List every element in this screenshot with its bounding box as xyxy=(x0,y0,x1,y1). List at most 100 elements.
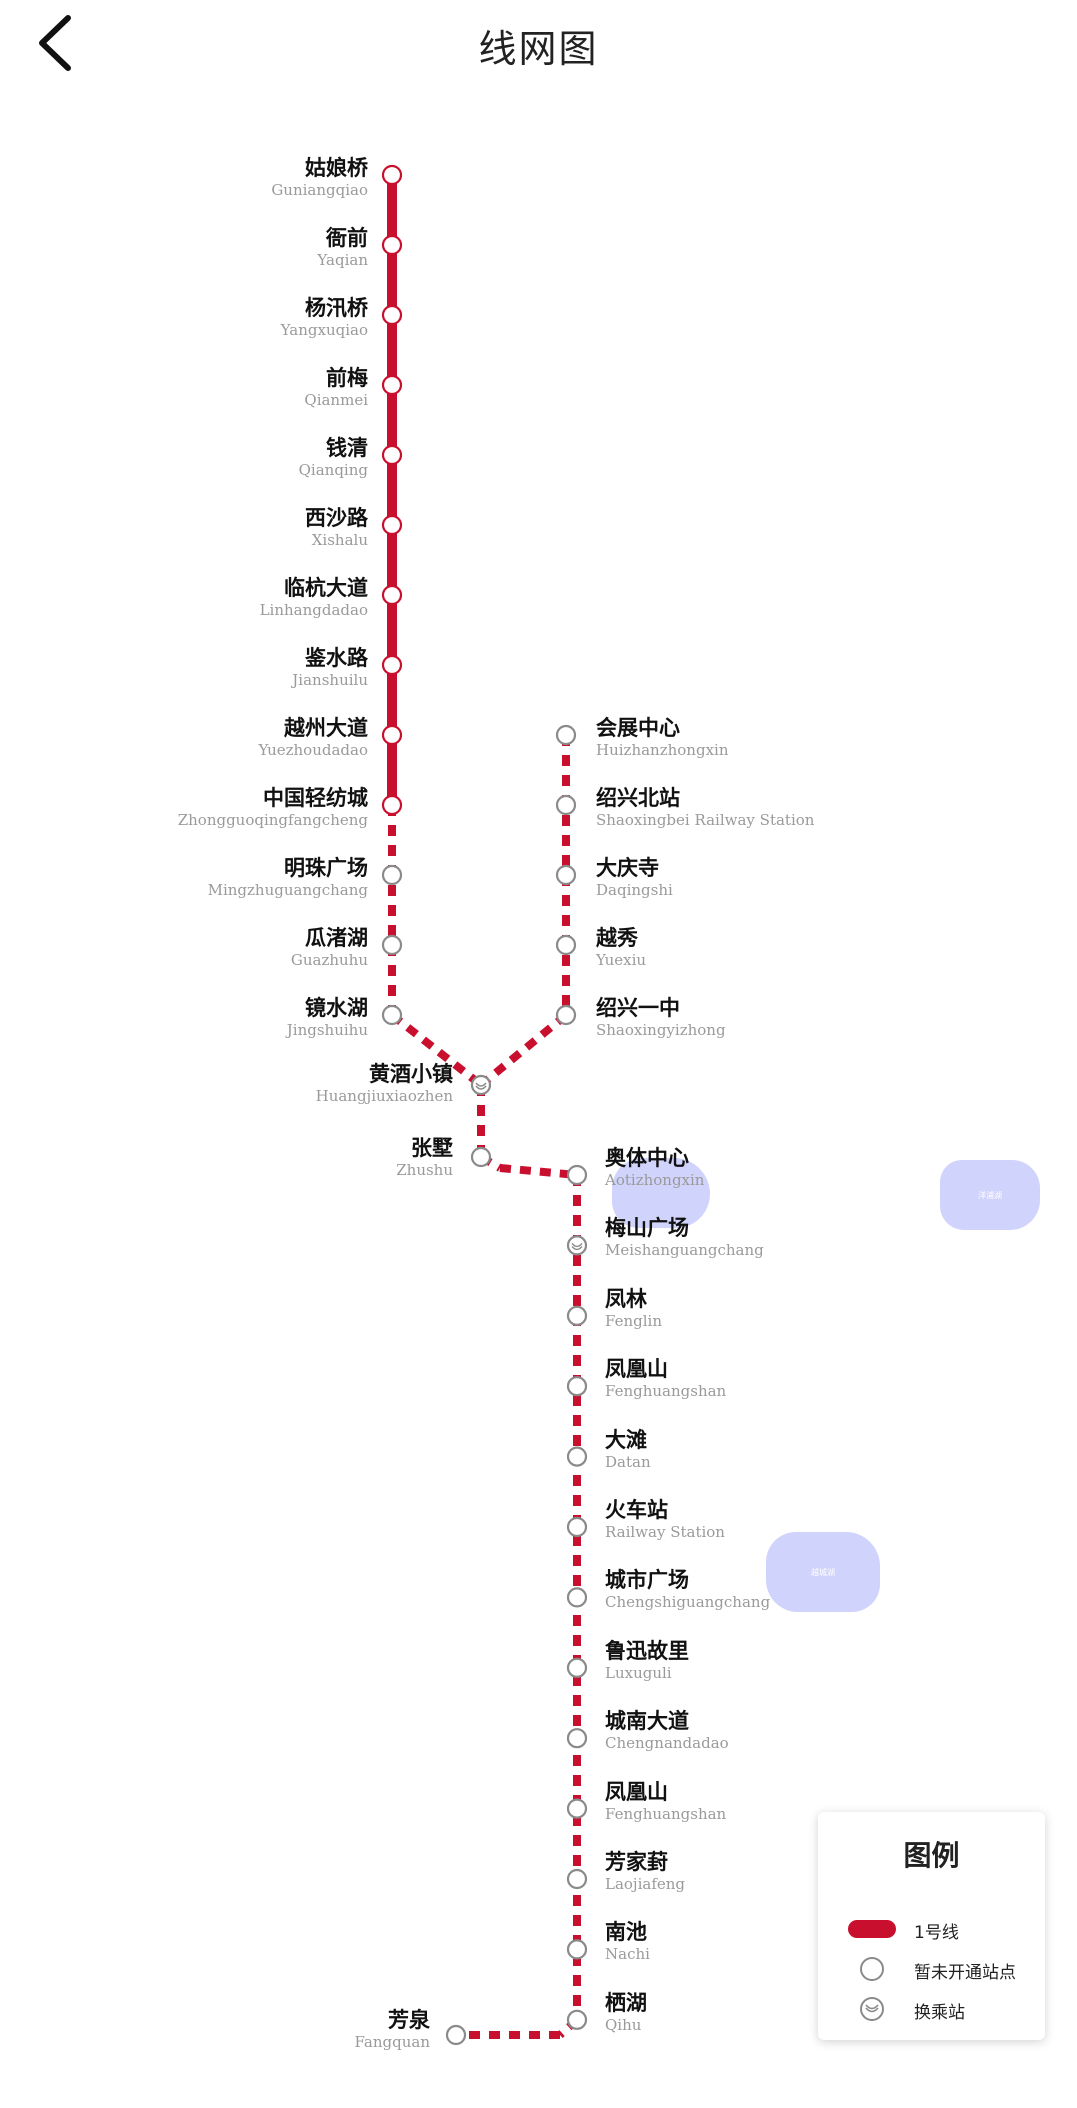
transfer-station-icon[interactable] xyxy=(470,1074,492,1096)
station-icon[interactable] xyxy=(470,1146,492,1168)
station-name-en: Qianmei xyxy=(304,391,368,409)
station-icon[interactable] xyxy=(566,1305,588,1326)
back-button[interactable] xyxy=(28,10,84,76)
station-name-cn: 黄酒小镇 xyxy=(369,1062,453,1086)
station-name-en: Mingzhuguangchang xyxy=(207,881,368,899)
station-name-en: Fenghuangshan xyxy=(605,1382,727,1401)
station-icon[interactable] xyxy=(381,1004,403,1026)
station-icon[interactable] xyxy=(381,444,403,466)
station-icon[interactable] xyxy=(381,374,403,396)
station-icon[interactable] xyxy=(555,934,577,956)
station-name-en: Guniangqiao xyxy=(271,181,368,199)
station-name-cn: 城南大道 xyxy=(605,1709,689,1734)
station-name-cn: 临杭大道 xyxy=(284,576,368,600)
station-icon[interactable] xyxy=(566,1516,588,1538)
station-icon[interactable] xyxy=(381,934,403,956)
station-icon[interactable] xyxy=(566,1939,588,1960)
water-area: 洋浦湖 xyxy=(940,1160,1040,1230)
station-name-cn: 瓜渚湖 xyxy=(305,926,368,950)
header-bar: 线网图 xyxy=(0,0,1077,88)
station-name-en: Zhongguoqingfangcheng xyxy=(177,811,368,829)
station-icon[interactable] xyxy=(566,1376,588,1397)
station-icon[interactable] xyxy=(566,1657,588,1678)
water-area-label: 洋浦湖 xyxy=(978,1190,1002,1200)
station-name-cn: 栖湖 xyxy=(605,1990,647,2015)
station-name-en: Jingshuihu xyxy=(286,1021,368,1039)
station-name-cn: 张墅 xyxy=(411,1136,453,1160)
station-icon[interactable] xyxy=(566,1164,588,1186)
station-name-en: Linhangdadao xyxy=(259,601,368,619)
station-icon[interactable] xyxy=(381,234,403,256)
station-name-en: Aotizhongxin xyxy=(605,1171,705,1189)
station-icon[interactable] xyxy=(555,724,577,746)
station-icon[interactable] xyxy=(566,1798,588,1819)
station-icon[interactable] xyxy=(381,514,403,536)
station-icon[interactable] xyxy=(381,584,403,606)
station-name-en: Yaqian xyxy=(317,251,368,269)
station-name-cn: 鉴水路 xyxy=(305,646,368,670)
station-icon[interactable] xyxy=(445,2024,467,2046)
station-name-cn: 杨汛桥 xyxy=(305,296,368,320)
station-icon[interactable] xyxy=(381,864,403,886)
planned-line-segment xyxy=(478,1011,569,1089)
station-name-cn: 南池 xyxy=(605,1920,647,1945)
station-icon[interactable] xyxy=(555,794,577,816)
station-icon[interactable] xyxy=(381,164,403,186)
station-name-en: Laojiafeng xyxy=(605,1875,686,1893)
transfer-station-icon[interactable] xyxy=(566,1235,588,1256)
station-icon[interactable] xyxy=(381,724,403,746)
station-icon[interactable] xyxy=(566,1728,588,1749)
station-name-cn: 绍兴北站 xyxy=(596,786,680,810)
station-icon[interactable] xyxy=(566,1868,588,1890)
station-name-en: Jianshuilu xyxy=(292,671,368,689)
station-icon[interactable] xyxy=(566,1446,588,1467)
station-name-en: Yuexiu xyxy=(596,951,647,969)
station-name-cn: 姑娘桥 xyxy=(305,156,368,180)
station-name-en: Qianqing xyxy=(298,461,368,479)
station-icon[interactable] xyxy=(381,654,403,676)
station-icon[interactable] xyxy=(381,794,403,816)
station-name-en: Railway Station xyxy=(605,1523,725,1541)
legend-panel: 图例 1号线 暂未开通站点 换乘站 xyxy=(818,1812,1045,2040)
station-icon[interactable] xyxy=(381,304,403,326)
station-icon[interactable] xyxy=(555,1004,577,1026)
station-icon[interactable] xyxy=(566,2009,588,2030)
station-icon[interactable] xyxy=(555,864,577,886)
station-icon[interactable] xyxy=(566,1587,588,1608)
station-name-cn: 西沙路 xyxy=(305,506,368,530)
